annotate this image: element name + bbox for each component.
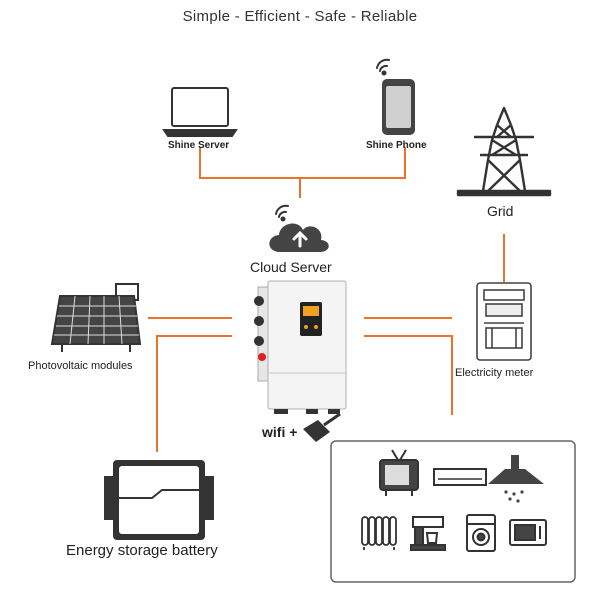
transmission-tower-icon — [456, 106, 552, 197]
battery-label: Energy storage battery — [66, 542, 218, 559]
wifi-dongle-icon — [303, 412, 341, 442]
tagline: Simple - Efficient - Safe - Reliable — [182, 8, 418, 25]
connector-battery — [156, 335, 232, 452]
connector-servers — [199, 147, 406, 179]
tv-icon — [379, 449, 419, 496]
electricity-meter-label: Electricity meter — [455, 367, 534, 379]
washing-machine-icon — [466, 514, 496, 552]
shine-phone-label: Shine Phone — [366, 140, 427, 151]
inverter-icon — [254, 280, 347, 414]
battery-icon — [104, 460, 214, 540]
laptop-icon — [162, 87, 238, 137]
microwave-icon — [509, 519, 547, 546]
wifi-signal-icon — [376, 58, 390, 76]
shine-server-label: Shine Server — [168, 140, 230, 151]
cloud-server-label: Cloud Server — [250, 259, 332, 275]
connector-loads — [364, 335, 453, 415]
smartphone-icon — [382, 79, 415, 135]
grid-label: Grid — [487, 203, 514, 219]
coffee-machine-icon — [410, 516, 446, 551]
connector-lines — [148, 147, 505, 452]
oil-heater-icon — [361, 516, 397, 550]
wifi-signal-icon — [275, 204, 289, 222]
pv-modules-label: Photovoltaic modules — [28, 360, 133, 372]
electricity-meter-icon — [476, 282, 532, 361]
cloud-upload-icon — [269, 223, 329, 252]
wifi-label: wifi + — [262, 424, 298, 440]
range-hood-icon — [488, 455, 544, 503]
loads-panel — [330, 440, 576, 583]
solar-panel-icon — [50, 283, 142, 352]
air-conditioner-icon — [433, 468, 487, 486]
